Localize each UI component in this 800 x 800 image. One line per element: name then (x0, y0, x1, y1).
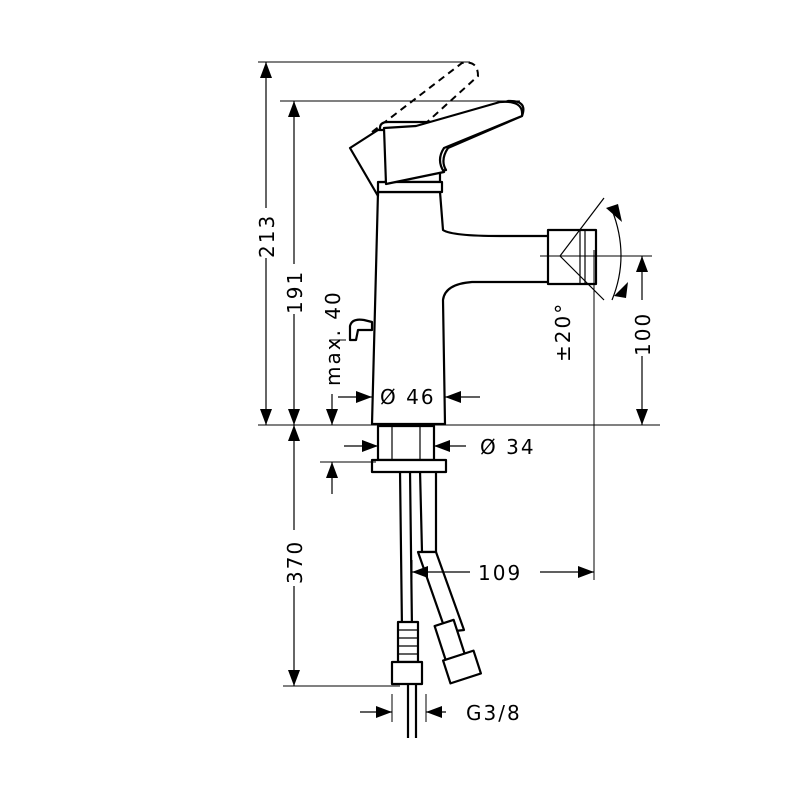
label-max40: max. 40 (321, 290, 345, 386)
arrow (326, 409, 338, 425)
arrow (426, 706, 442, 718)
label-370: 370 (283, 540, 307, 584)
extension-lines (258, 61, 652, 722)
arrow (260, 409, 272, 425)
label-swivel-angle: ±20° (551, 302, 575, 362)
arrow (288, 425, 300, 441)
arrow (636, 256, 648, 272)
label-191: 191 (283, 270, 307, 314)
mounting-nut (370, 424, 448, 474)
arrow (412, 566, 428, 578)
arrow (288, 409, 300, 425)
arrow (260, 62, 272, 78)
lever-open-position (371, 61, 480, 133)
angle-swivel-marker (559, 197, 628, 301)
spout-nozzle (546, 228, 598, 286)
arrow (434, 440, 450, 452)
arrow (376, 706, 392, 718)
arrow (326, 462, 338, 478)
lever-handle (382, 100, 524, 186)
label-g38: G3/8 (466, 701, 522, 725)
supply-hoses (390, 468, 483, 738)
arrow (362, 440, 378, 452)
arrow (356, 391, 372, 403)
arrow (288, 670, 300, 686)
arrow (578, 566, 594, 578)
arrow (636, 409, 648, 425)
label-109: 109 (478, 561, 522, 585)
arrow (445, 391, 461, 403)
label-d46: Ø 46 (380, 385, 436, 409)
arrow (288, 101, 300, 117)
popup-rod (348, 318, 374, 342)
label-d34: Ø 34 (480, 435, 536, 459)
label-213: 213 (255, 214, 279, 258)
label-100: 100 (631, 312, 655, 356)
